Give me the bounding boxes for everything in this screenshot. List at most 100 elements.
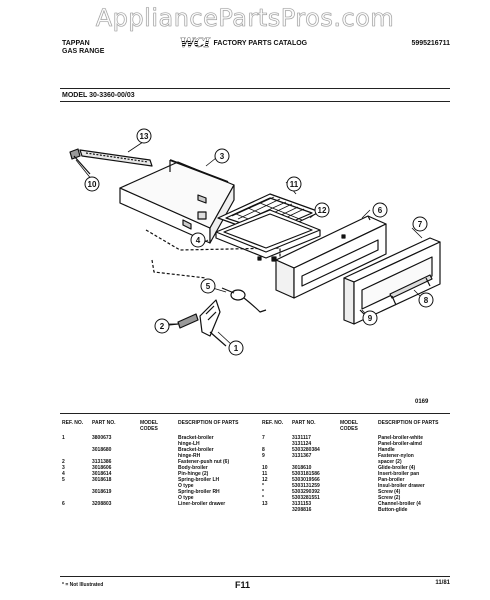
cell-description: Spring-broiler RH (178, 489, 220, 495)
liner-panel-6 (257, 215, 387, 299)
callout-9: 9 (362, 310, 378, 326)
table-row: hinge-LH (62, 441, 240, 447)
cell-description: Button-glide (378, 507, 408, 513)
table-row: O type (62, 495, 240, 501)
table-row: spacer (2) (262, 459, 440, 465)
channel-rail-13 (79, 149, 153, 167)
table-top-rule (60, 413, 450, 414)
cell-ref: * (262, 495, 264, 501)
cell-part-number: 5303280384 (292, 447, 320, 453)
col-ref-header: REF. NO. (62, 420, 84, 426)
model-number: MODEL 30-3360-00/03 (62, 92, 135, 99)
bracket-hinge-1 (199, 299, 227, 347)
svg-text:10: 10 (88, 180, 97, 189)
svg-text:11: 11 (290, 180, 299, 189)
svg-text:5: 5 (206, 282, 211, 291)
cell-ref: 4 (62, 471, 65, 477)
callout-12: 12 (314, 202, 330, 218)
svg-text:1: 1 (234, 344, 239, 353)
footer-rule (60, 576, 450, 577)
cell-ref: 9 (262, 453, 265, 459)
cell-description: Body-broiler (178, 465, 208, 471)
model-rule (60, 101, 450, 102)
page-number: F11 (235, 580, 251, 590)
svg-text:13: 13 (140, 132, 149, 141)
catalog-title-block: WCI FACTORY PARTS CATALOG (180, 36, 308, 51)
callout-13: 13 (136, 128, 152, 144)
not-illustrated-note: * = Not Illustrated (62, 582, 104, 588)
cell-part-number: 3018680 (92, 447, 112, 453)
callout-5: 5 (200, 278, 216, 294)
col-desc-header: DESCRIPTION OF PARTS (178, 420, 239, 426)
cell-part-number: 3131124 (292, 441, 312, 447)
cell-ref: 10 (262, 465, 268, 471)
front-panel-7 (343, 237, 441, 325)
cell-part-number: 3131386 (92, 459, 112, 465)
cell-description: Bracket-broiler (178, 447, 214, 453)
parts-table-left: REF. NO. PART NO. MODEL CODES DESCRIPTIO… (62, 420, 240, 507)
cell-description: Insul-broiler drawer (378, 483, 425, 489)
callout-2: 2 (154, 318, 170, 334)
svg-text:12: 12 (318, 206, 327, 215)
svg-text:6: 6 (378, 206, 383, 215)
col-desc-header: DESCRIPTION OF PARTS (378, 420, 439, 426)
cell-part-number: 5303290392 (292, 489, 320, 495)
col-codes-header: MODEL CODES (340, 420, 358, 432)
cell-description: Screw (2) (378, 495, 401, 501)
cell-part-number: 3131153 (292, 501, 312, 507)
brand-block: TAPPAN GAS RANGE (62, 40, 104, 56)
cell-description: Spring-broiler LH (178, 477, 220, 483)
broiler-pan-12 (215, 209, 321, 259)
wci-logo: WCI (180, 36, 210, 51)
cell-description: Insert-broiler pan (378, 471, 420, 477)
cell-ref: * (262, 489, 264, 495)
cell-description: Screw (4) (378, 489, 401, 495)
table-header-row: REF. NO. PART NO. MODEL CODES DESCRIPTIO… (262, 420, 440, 435)
cell-part-number: 3208803 (92, 501, 112, 507)
cell-part-number: 5303019566 (292, 477, 320, 483)
table-row: * 5303281551 Screw (2) (262, 495, 440, 501)
cell-part-number: 3131367 (292, 453, 312, 459)
col-ref-header: REF. NO. (262, 420, 284, 426)
watermark: AppliancePartsPros.com (95, 4, 395, 33)
spacer-9 (359, 309, 365, 315)
callout-7: 7 (412, 216, 428, 232)
cell-description: hinge-RH (178, 453, 201, 459)
cell-part-number: 5303181586 (292, 471, 320, 477)
catalog-title: FACTORY PARTS CATALOG (213, 40, 308, 47)
cell-description: hinge-LH (178, 441, 200, 447)
cell-description: spacer (2) (378, 459, 402, 465)
header-rule (60, 88, 450, 89)
cell-description: Pan-broiler (378, 477, 405, 483)
table-row: 3018680 Bracket-broiler (62, 447, 240, 453)
svg-text:4: 4 (196, 236, 201, 245)
cell-description: O type (178, 483, 194, 489)
svg-text:2: 2 (160, 322, 165, 331)
callout-10: 10 (84, 176, 100, 192)
cell-ref (262, 507, 292, 513)
cell-description: Liner-broiler drawer (178, 501, 226, 507)
spring-5 (221, 287, 267, 313)
col-part-header: PART NO. (92, 420, 116, 426)
cell-ref: 2 (62, 459, 65, 465)
cell-description: O type (178, 495, 194, 501)
cell-part-number: 3018606 (92, 465, 112, 471)
cell-part-number: 5303281551 (292, 495, 320, 501)
brand-name: TAPPAN (62, 40, 90, 47)
figure-number: 0169 (415, 399, 429, 405)
cell-model-codes (340, 507, 378, 513)
svg-text:8: 8 (424, 296, 429, 305)
product-type: GAS RANGE (62, 48, 105, 55)
